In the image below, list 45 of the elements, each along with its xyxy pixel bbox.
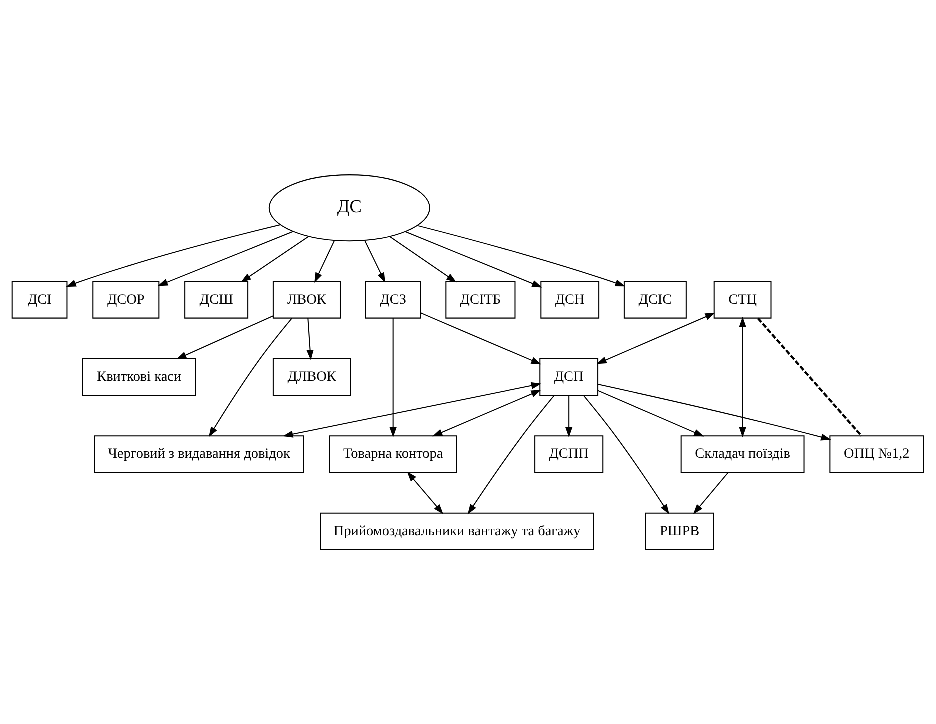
arrow — [283, 382, 542, 438]
arrow — [739, 316, 746, 438]
node-box: ДСШ — [184, 280, 249, 318]
node-box: ДСН — [540, 280, 600, 318]
arrow — [66, 224, 281, 287]
node-box: ДСІ — [12, 280, 68, 318]
arrow — [583, 394, 670, 514]
node-box: Черговий з видавання довідок — [94, 435, 304, 473]
arrow — [598, 384, 832, 440]
arrow — [598, 390, 704, 436]
arrow — [158, 230, 294, 286]
node-box: Прийомоздавальники вантажу та багажу — [320, 512, 594, 550]
arrow — [306, 318, 314, 360]
connector — [757, 317, 863, 436]
arrow — [314, 240, 336, 282]
arrow — [417, 224, 626, 286]
node-box: ДСІТБ — [446, 280, 516, 318]
node-box: ДСЗ — [365, 280, 422, 318]
arrow — [693, 472, 729, 514]
arrow — [468, 394, 555, 514]
node-box: ОПЦ №1,2 — [830, 435, 924, 473]
arrow — [407, 471, 444, 514]
arrow — [176, 315, 274, 360]
node-box: СТЦ — [714, 280, 772, 318]
arrow — [241, 236, 310, 282]
arrow — [390, 318, 397, 438]
node-box: ДСПП — [534, 435, 604, 473]
arrow — [364, 240, 386, 282]
arrow — [566, 395, 573, 438]
arrow — [390, 236, 457, 282]
node-box: ЛВОК — [272, 280, 342, 318]
arrow — [596, 312, 716, 364]
node-ellipse: ДС — [268, 174, 430, 242]
arrow — [420, 312, 542, 364]
arrow — [208, 318, 293, 437]
node-box: РШРВ — [645, 512, 714, 550]
node-box: ДСІС — [624, 280, 687, 318]
node-box: Квиткові каси — [82, 358, 196, 396]
node-box: Складач поїздів — [680, 435, 805, 473]
node-box: ДЛВОК — [272, 358, 352, 396]
node-box: Товарна контора — [329, 435, 458, 473]
arrow — [432, 390, 542, 436]
arrow — [405, 230, 542, 288]
node-box: ДСП — [540, 358, 599, 396]
node-box: ДСОР — [92, 280, 160, 318]
